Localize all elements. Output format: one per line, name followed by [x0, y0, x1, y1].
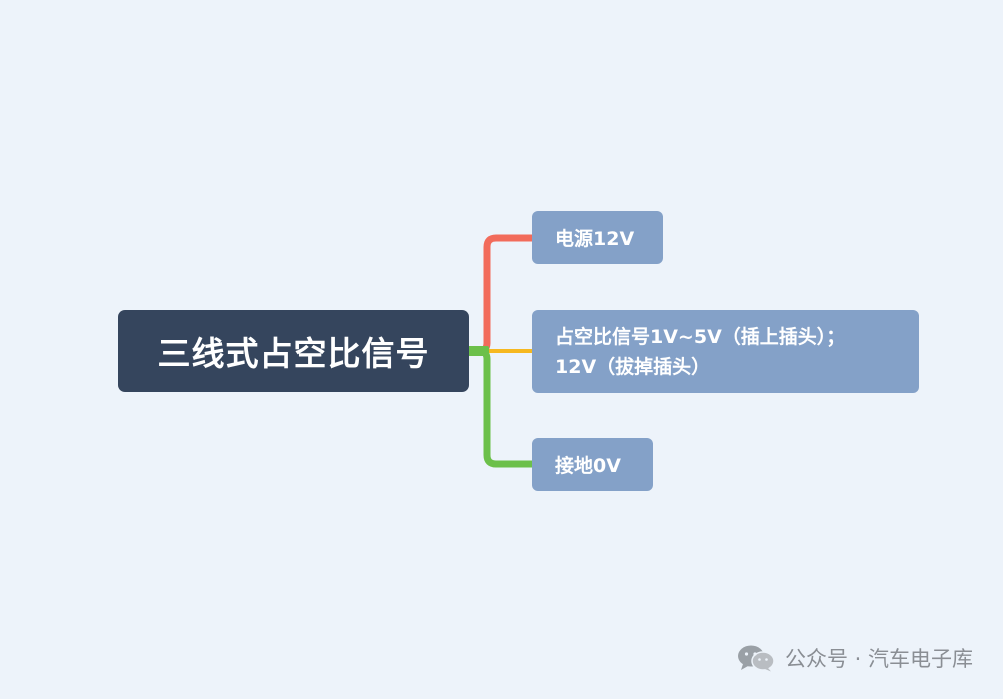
branch-node-label: 接地0V — [555, 455, 621, 477]
branch-node-power[interactable]: 电源12V — [532, 211, 663, 264]
branch-node-signal[interactable]: 占空比信号1V~5V（插上插头）； 12V（拔掉插头） — [532, 310, 919, 393]
watermark: 公众号 · 汽车电子库 — [737, 643, 973, 673]
wechat-icon — [737, 645, 775, 672]
branch-node-label: 占空比信号1V~5V（插上插头）； 12V（拔掉插头） — [555, 325, 846, 378]
connector-power — [465, 234, 536, 355]
branch-node-ground[interactable]: 接地0V — [532, 438, 653, 491]
root-node[interactable]: 三线式占空比信号 — [118, 310, 469, 392]
branch-node-label: 电源12V — [555, 228, 635, 250]
root-junction — [467, 346, 489, 356]
connector-ground — [465, 347, 536, 468]
root-node-label: 三线式占空比信号 — [157, 334, 430, 373]
watermark-text: 公众号 · 汽车电子库 — [784, 647, 973, 671]
